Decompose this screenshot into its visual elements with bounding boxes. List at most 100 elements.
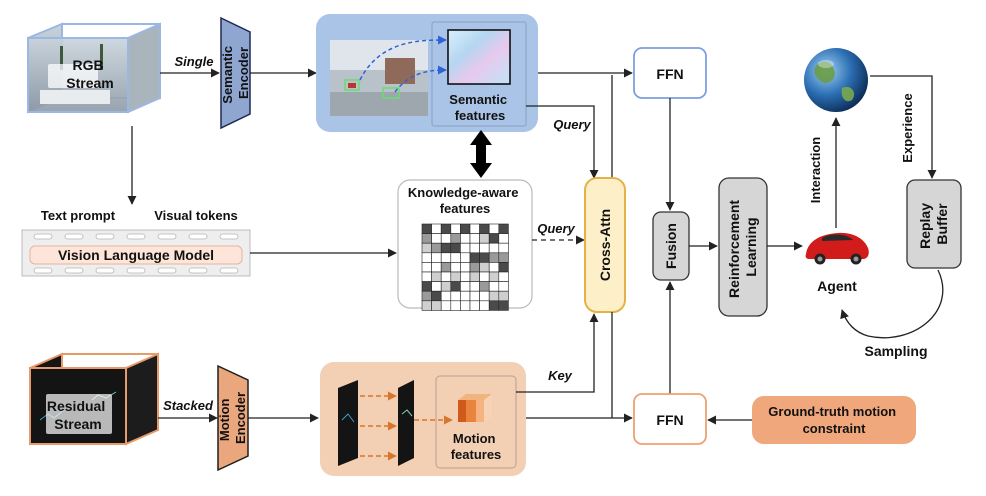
matrix-cell <box>498 271 509 282</box>
matrix-cell <box>450 290 461 302</box>
motion-feature-panel <box>320 362 526 476</box>
matrix-cell <box>488 233 500 244</box>
matrix-cell <box>431 233 442 244</box>
single-input-label: Single <box>174 54 213 69</box>
query-top-label: Query <box>553 117 591 132</box>
matrix-cell <box>498 290 509 302</box>
token-pill <box>188 233 208 240</box>
motion-frames-image <box>338 380 414 466</box>
matrix-cell <box>440 300 452 311</box>
text-prompt-label: Text prompt <box>41 208 116 223</box>
matrix-cell <box>469 262 480 273</box>
gt-motion-block <box>752 396 916 444</box>
matrix-cell <box>460 242 471 254</box>
token-pill <box>95 233 115 240</box>
matrix-cell <box>498 262 509 273</box>
token-pill <box>95 267 115 274</box>
matrix-cell <box>469 290 480 302</box>
residual-stream-label: Residual Stream <box>47 398 109 432</box>
cross-attn-block <box>584 177 626 313</box>
matrix-cell <box>421 252 432 263</box>
token-pill <box>157 267 177 274</box>
replay-buffer-block <box>906 179 962 269</box>
token-pill <box>33 233 53 240</box>
matrix-cell <box>440 281 452 292</box>
matrix-cell <box>460 300 471 311</box>
semantic-knowledge-link-arrow <box>470 130 492 178</box>
matrix-cell <box>498 300 509 311</box>
agent-label: Agent <box>817 278 857 294</box>
semantic-encoder-label: Semantic Encoder <box>220 42 251 103</box>
matrix-cell <box>498 223 509 234</box>
matrix-cell <box>479 223 490 234</box>
matrix-cell <box>431 271 442 282</box>
matrix-cell <box>469 223 480 234</box>
matrix-cell <box>469 300 480 311</box>
matrix-cell <box>421 262 432 273</box>
cross-attn-label: Cross-Attn <box>597 209 613 281</box>
matrix-cell <box>498 242 509 254</box>
residual-stream <box>29 352 159 446</box>
visual-tokens-label: Visual tokens <box>154 208 238 223</box>
matrix-cell <box>450 252 461 263</box>
matrix-cell <box>479 290 490 302</box>
motion-encoder-label: Motion Encoder <box>217 392 248 444</box>
matrix-cell <box>488 271 500 282</box>
stacked-input-label: Stacked <box>163 398 214 413</box>
segmentation-scene-image <box>330 40 428 116</box>
matrix-cell <box>450 242 461 254</box>
vlm-label: Vision Language Model <box>58 247 214 263</box>
matrix-cell <box>479 233 490 244</box>
key-label: Key <box>548 368 573 383</box>
matrix-cell <box>440 233 452 244</box>
matrix-cell <box>440 262 452 273</box>
matrix-cell <box>421 271 432 282</box>
matrix-cell <box>440 223 452 234</box>
matrix-cell <box>450 223 461 234</box>
token-pill <box>219 267 239 274</box>
matrix-cell <box>421 290 432 302</box>
token-pill <box>33 267 53 274</box>
matrix-cell <box>479 252 490 263</box>
motion-features-box <box>435 375 517 469</box>
token-pill <box>126 267 146 274</box>
matrix-cell <box>421 223 432 234</box>
matrix-cell <box>440 271 452 282</box>
fusion-label: Fusion <box>663 223 679 269</box>
matrix-cell <box>469 252 480 263</box>
token-pill <box>157 233 177 240</box>
matrix-cell <box>431 223 442 234</box>
matrix-cell <box>450 300 461 311</box>
matrix-cell <box>450 233 461 244</box>
matrix-cell <box>431 252 442 263</box>
rl-block <box>718 177 768 317</box>
matrix-cell <box>431 242 442 254</box>
matrix-cell <box>431 281 442 292</box>
token-pill <box>188 267 208 274</box>
matrix-cell <box>488 242 500 254</box>
matrix-cell <box>440 252 452 263</box>
matrix-cell <box>488 262 500 273</box>
matrix-cell <box>469 281 480 292</box>
matrix-cell <box>460 281 471 292</box>
matrix-cell <box>460 233 471 244</box>
matrix-cell <box>479 262 490 273</box>
rgb-stream <box>27 22 161 114</box>
matrix-cell <box>469 271 480 282</box>
motion-features-label: Motion features <box>451 431 502 462</box>
rl-label: Reinforcement Learning <box>726 196 759 298</box>
semantic-encoder <box>220 16 251 130</box>
matrix-cell <box>498 252 509 263</box>
gt-motion-label: Ground-truth motion constraint <box>768 404 899 436</box>
semantic-features-box <box>431 21 527 127</box>
rgb-stream-label: RGB Stream <box>66 57 113 91</box>
matrix-cell <box>440 290 452 302</box>
query-mid-label: Query <box>537 221 575 236</box>
matrix-cell <box>431 262 442 273</box>
matrix-cell <box>450 271 461 282</box>
matrix-cell <box>431 290 442 302</box>
matrix-cell <box>479 271 490 282</box>
replay-buffer-label: Replay Buffer <box>917 199 950 249</box>
matrix-cell <box>479 300 490 311</box>
